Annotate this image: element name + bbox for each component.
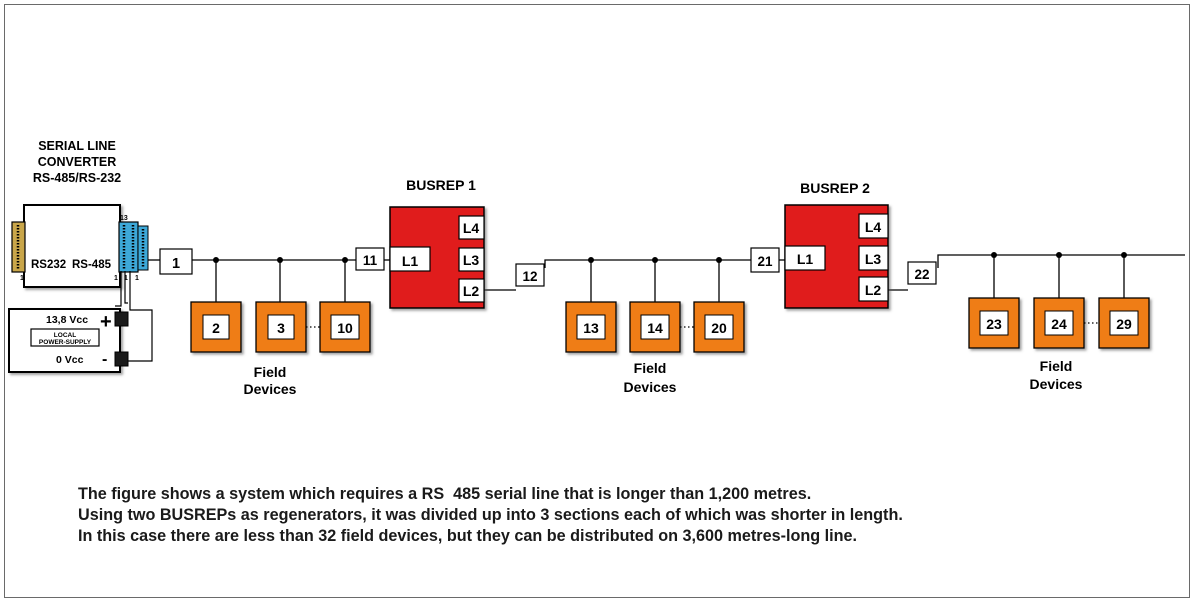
- caption-line-3: In this case there are less than 32 fiel…: [78, 527, 858, 545]
- busrep1-port-l3: L3: [463, 252, 480, 268]
- busrep2-title: BUSREP 2: [800, 180, 870, 196]
- converter-pin-13: 13: [120, 215, 128, 222]
- device-20: 20: [693, 301, 745, 353]
- converter-rs485-label: RS-485: [72, 259, 112, 271]
- plus-sign-icon: +: [100, 311, 112, 333]
- device-24: 24: [1033, 297, 1085, 349]
- device-14: 14: [629, 301, 681, 353]
- line-tag-1: 1: [159, 248, 193, 275]
- svg-text:10: 10: [337, 320, 353, 336]
- field-devices-label-1-line1: Field: [254, 364, 287, 380]
- power-supply-name-line2: POWER-SUPPLY: [39, 339, 92, 346]
- device-10: 10: [319, 301, 371, 353]
- converter-pin-1-right: 1: [135, 275, 139, 282]
- svg-text:3: 3: [277, 320, 285, 336]
- svg-text:11: 11: [363, 253, 378, 268]
- caption: The figure shows a system which requires…: [78, 484, 1178, 547]
- power-positive-label: 13,8 Vcc: [46, 314, 88, 326]
- converter-title-line2: CONVERTER: [38, 155, 116, 169]
- busrep1-port-l2: L2: [463, 283, 480, 299]
- busrep2-port-l3: L3: [865, 251, 882, 267]
- converter-title-line1: SERIAL LINE: [38, 139, 116, 153]
- caption-line-2: Using two BUSREPs as regenerators, it wa…: [78, 506, 903, 524]
- device-2: 2: [190, 301, 242, 353]
- converter-rs232-label: RS232: [31, 259, 66, 271]
- converter-pin-1-mid: 1: [124, 275, 128, 282]
- svg-text:13: 13: [583, 320, 599, 336]
- busrep-2: [784, 204, 889, 309]
- busrep2-port-l4: L4: [865, 219, 882, 235]
- busrep2-port-l2: L2: [865, 282, 882, 298]
- svg-text:29: 29: [1116, 316, 1132, 332]
- svg-text:22: 22: [914, 267, 929, 282]
- line-tag-22: 22: [907, 261, 937, 285]
- rs485-connector: [118, 221, 139, 273]
- diagram-frame: [4, 4, 1190, 598]
- svg-text:12: 12: [522, 269, 537, 284]
- local-power-supply: [8, 308, 129, 373]
- field-devices-label-2-line2: Devices: [624, 379, 677, 395]
- line-tag-11: 11: [355, 247, 385, 271]
- converter-title-line3: RS-485/RS-232: [33, 171, 121, 185]
- line-tag-12: 12: [515, 263, 545, 287]
- device-23: 23: [968, 297, 1020, 349]
- device-29: 29: [1098, 297, 1150, 349]
- line-tag-21: 21: [750, 247, 780, 273]
- svg-text:23: 23: [986, 316, 1002, 332]
- device-3: 3: [255, 301, 307, 353]
- busrep2-port-l1: L1: [797, 251, 814, 267]
- converter-pin-1-inner: 1: [114, 275, 118, 282]
- bus-lines: [148, 254, 1185, 302]
- svg-text:21: 21: [757, 254, 773, 269]
- svg-text:24: 24: [1051, 316, 1067, 332]
- busrep1-port-l4: L4: [463, 220, 480, 236]
- minus-sign-icon: -: [102, 351, 107, 368]
- caption-line-1: The figure shows a system which requires…: [78, 485, 812, 503]
- power-supply-name-line1: LOCAL: [54, 332, 76, 339]
- busrep1-title: BUSREP 1: [406, 177, 476, 193]
- junction-dots: [213, 252, 1127, 263]
- busrep1-port-l1: L1: [402, 253, 419, 269]
- field-devices-label-3-line1: Field: [1040, 358, 1073, 374]
- svg-text:14: 14: [647, 320, 663, 336]
- field-devices-label-3-line2: Devices: [1030, 376, 1083, 392]
- svg-text:1: 1: [172, 256, 180, 272]
- power-ground-label: 0 Vcc: [56, 354, 84, 366]
- power-wires: [115, 271, 153, 362]
- field-devices-label-1-line2: Devices: [244, 381, 297, 397]
- field-devices-label-2-line1: Field: [634, 360, 667, 376]
- device-ellipsis: [306, 322, 1099, 328]
- svg-text:2: 2: [212, 320, 220, 336]
- svg-text:20: 20: [711, 320, 727, 336]
- device-13: 13: [565, 301, 617, 353]
- converter-pin-1-left: 1: [20, 275, 24, 282]
- serial-line-converter: [11, 204, 149, 288]
- busrep-1: [389, 206, 485, 309]
